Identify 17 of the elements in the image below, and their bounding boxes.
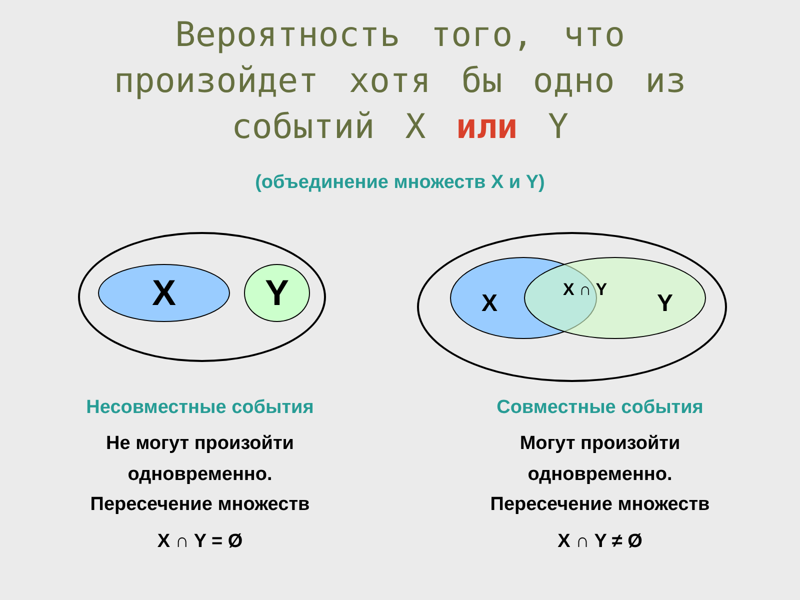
formula: X ∩ Y ≠ Ø xyxy=(556,531,644,553)
set-label: X xyxy=(152,272,176,314)
set-label: Y xyxy=(656,290,673,318)
intersection-label: X ∩ Y xyxy=(562,280,608,300)
description-text: Пересечение множеств xyxy=(89,494,311,516)
subtitle: (объединение множеств X и Y) xyxy=(254,172,546,194)
section-heading: Совместные события xyxy=(496,397,704,419)
set-label: Y xyxy=(264,272,289,314)
description-text: Пересечение множеств xyxy=(489,494,711,516)
section-heading: Несовместные события xyxy=(85,397,315,419)
description-text: Могут произойти одновременно. xyxy=(518,432,682,487)
slide-title: Вероятность того, что произойдет хотя бы одно из событий X или Y xyxy=(112,14,688,149)
set-ellipse xyxy=(78,232,326,362)
formula: X ∩ Y = Ø xyxy=(156,531,244,553)
set-ellipse xyxy=(417,232,727,382)
description-text: Не могут произойти одновременно. xyxy=(105,432,295,487)
set-label: X xyxy=(481,290,498,318)
